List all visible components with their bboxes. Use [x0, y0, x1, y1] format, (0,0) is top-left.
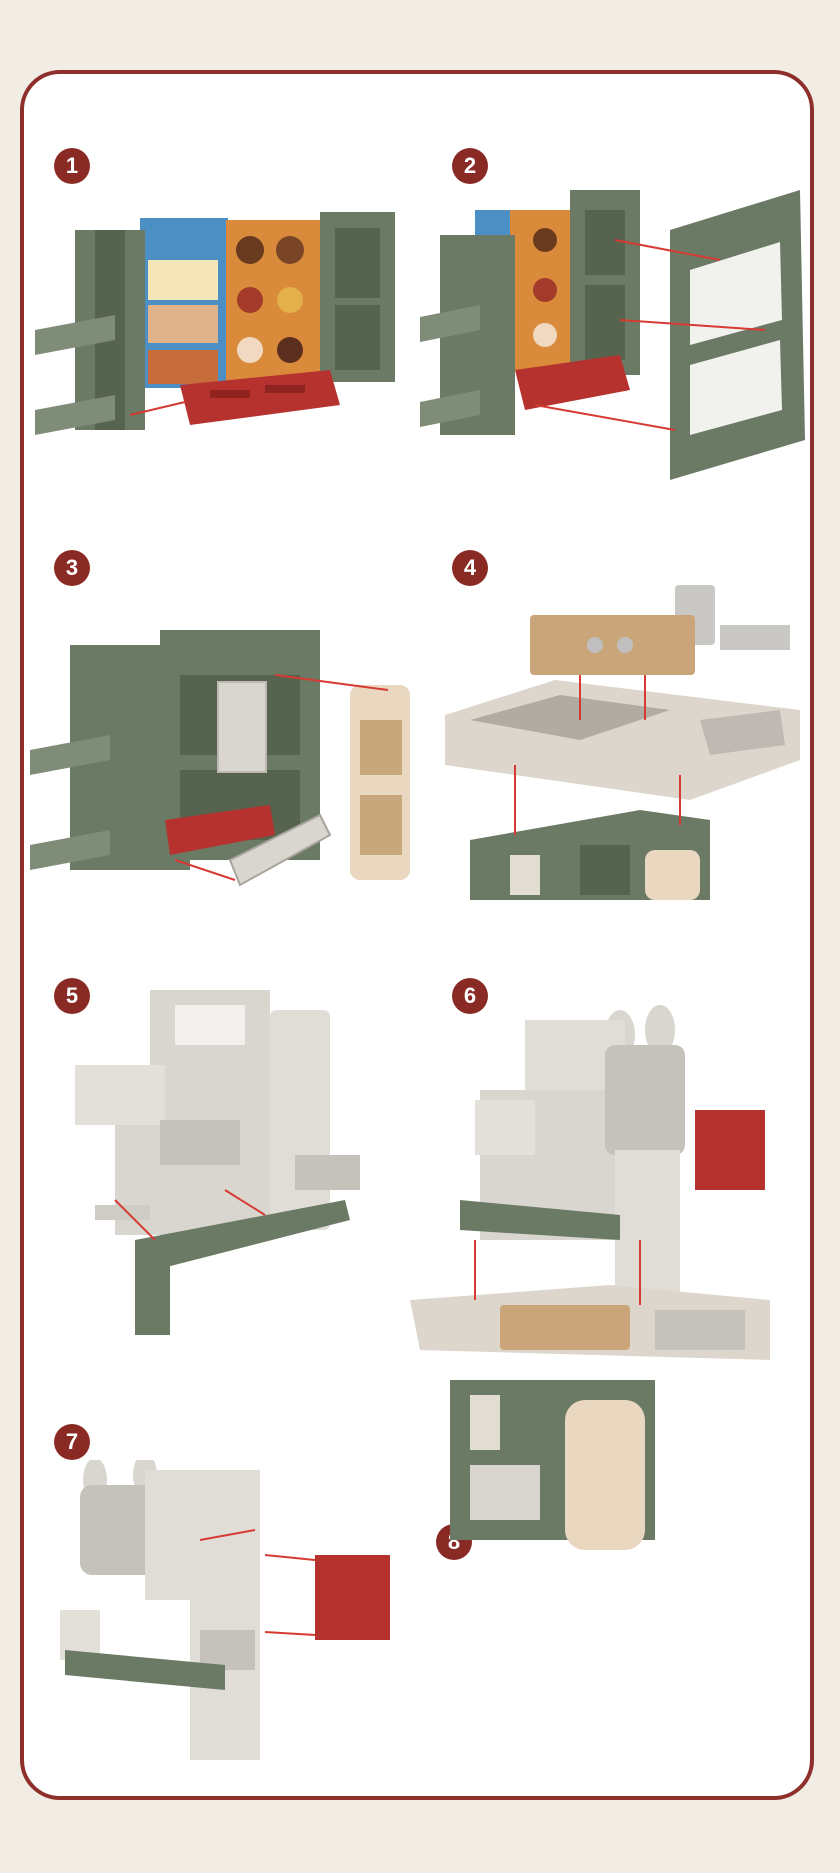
- step-2-illustration: [420, 180, 810, 480]
- step-badge-2: 2: [452, 148, 488, 184]
- step-4-illustration: [440, 570, 810, 920]
- step-6-illustration: [410, 1000, 790, 1560]
- step-badge-3: 3: [54, 550, 90, 586]
- step-7-illustration: [60, 1460, 410, 1760]
- step-badge-1: 1: [54, 148, 90, 184]
- step-3-illustration: [30, 610, 420, 900]
- step-5-illustration: [55, 980, 375, 1335]
- step-badge-7: 7: [54, 1424, 90, 1460]
- step-1-illustration: [30, 190, 420, 460]
